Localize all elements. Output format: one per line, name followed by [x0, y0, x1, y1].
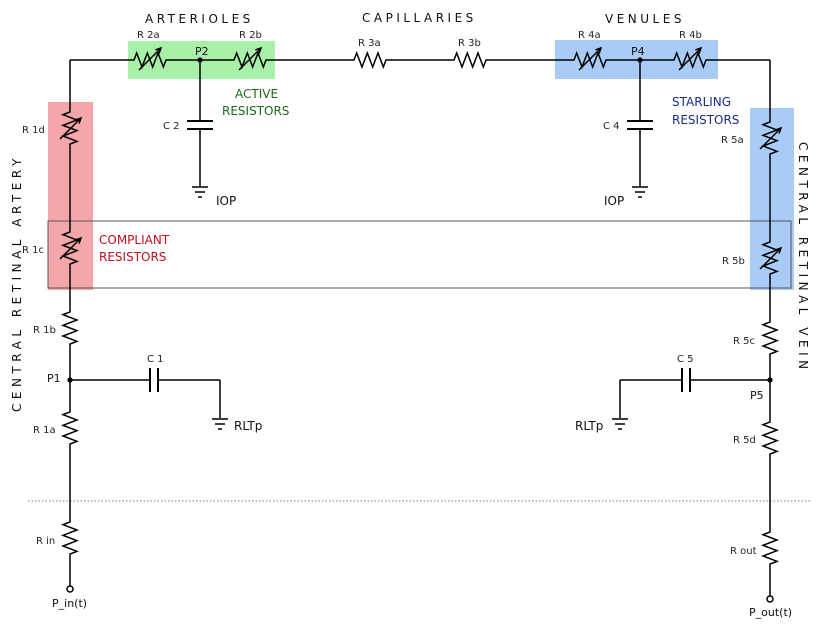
wires [69, 59, 771, 596]
resistor-rout [760, 528, 780, 568]
compliant-note-line2: RESISTORS [99, 250, 166, 264]
variable-arrowhead-r5b [775, 246, 783, 254]
p2-junction [197, 57, 203, 63]
resistor-r5d [760, 418, 780, 458]
r2b-label: R 2b [239, 30, 262, 41]
capillaries-heading: CAPILLARIES [362, 11, 477, 25]
resistor-r3b [450, 50, 490, 70]
c1-label: C 1 [147, 354, 164, 365]
variable-arrowhead-r1c [75, 236, 83, 244]
resistor-rin [60, 518, 80, 558]
r3a-label: R 3a [358, 38, 381, 49]
r5c-label: R 5c [733, 336, 755, 347]
p4-junction [637, 57, 643, 63]
variable-arrowhead-r4b [695, 46, 703, 54]
active-note-line2: RESISTORS [222, 104, 289, 118]
r4b-label: R 4b [679, 30, 702, 41]
rltp-left-label: RLTp [234, 419, 262, 433]
iop-left-label: IOP [216, 194, 236, 208]
r3b-label: R 3b [458, 38, 481, 49]
r4a-label: R 4a [578, 30, 601, 41]
r2a-label: R 2a [137, 30, 160, 41]
variable-arrow-r5b [759, 247, 782, 270]
p5-junction [767, 377, 773, 383]
variable-arrow-r5a [759, 127, 782, 150]
p1-label: P1 [47, 372, 61, 385]
vein-heading: CENTRAL RETINAL VEIN [796, 142, 810, 374]
rltp-right-label: RLTp [575, 419, 603, 433]
variable-arrow-r2a [138, 47, 162, 71]
resistor-r3a [350, 50, 390, 70]
capacitor-plates [149, 120, 691, 392]
variable-arrow-r2b [238, 47, 262, 71]
input-terminal [66, 585, 74, 593]
p1-junction [67, 377, 73, 383]
variable-arrowhead-r4a [595, 46, 603, 54]
variable-arrowhead-r1d [75, 116, 83, 124]
variable-arrow-r1c [59, 237, 82, 260]
p5-label: P5 [750, 389, 764, 402]
variable-arrow-r1d [59, 117, 82, 140]
variable-arrow-r4b [678, 47, 702, 71]
resistor-r1a [60, 408, 80, 448]
arterioles-heading: ARTERIOLES [145, 12, 254, 26]
p2-label: P2 [195, 45, 209, 58]
rout-label: R out [730, 546, 757, 557]
pout-label: P_out(t) [749, 606, 792, 619]
ground-symbols [192, 186, 648, 430]
starling-note-line1: STARLING [672, 95, 731, 109]
iop-right-label: IOP [604, 194, 624, 208]
r5d-label: R 5d [733, 435, 756, 446]
r1a-label: R 1a [33, 425, 56, 436]
r1c-label: R 1c [22, 245, 44, 256]
pin-label: P_in(t) [52, 597, 87, 610]
rin-label: R in [36, 536, 55, 547]
starling-note-line2: RESISTORS [672, 113, 739, 127]
c5-label: C 5 [677, 354, 694, 365]
artery-heading: CENTRAL RETINAL ARTERY [10, 154, 24, 412]
junctions [67, 57, 773, 383]
variable-arrowhead-r2a [155, 46, 163, 54]
resistor-r1b [60, 308, 80, 348]
r1d-label: R 1d [22, 125, 45, 136]
c2-label: C 2 [163, 121, 180, 132]
r1b-label: R 1b [33, 325, 56, 336]
output-terminal [766, 595, 774, 603]
venules-heading: VENULES [605, 12, 685, 26]
resistors [59, 46, 783, 568]
c4-label: C 4 [603, 121, 620, 132]
compliant-box [47, 220, 792, 289]
compliant-note-line1: COMPLIANT [99, 233, 170, 247]
r5a-label: R 5a [721, 135, 744, 146]
variable-arrowhead-r5a [775, 126, 783, 134]
variable-arrow-r4a [578, 47, 602, 71]
resistor-r5c [760, 318, 780, 358]
active-note-line1: ACTIVE [235, 87, 278, 101]
variable-arrowhead-r2b [255, 46, 263, 54]
p4-label: P4 [631, 45, 645, 58]
r5b-label: R 5b [722, 256, 745, 267]
